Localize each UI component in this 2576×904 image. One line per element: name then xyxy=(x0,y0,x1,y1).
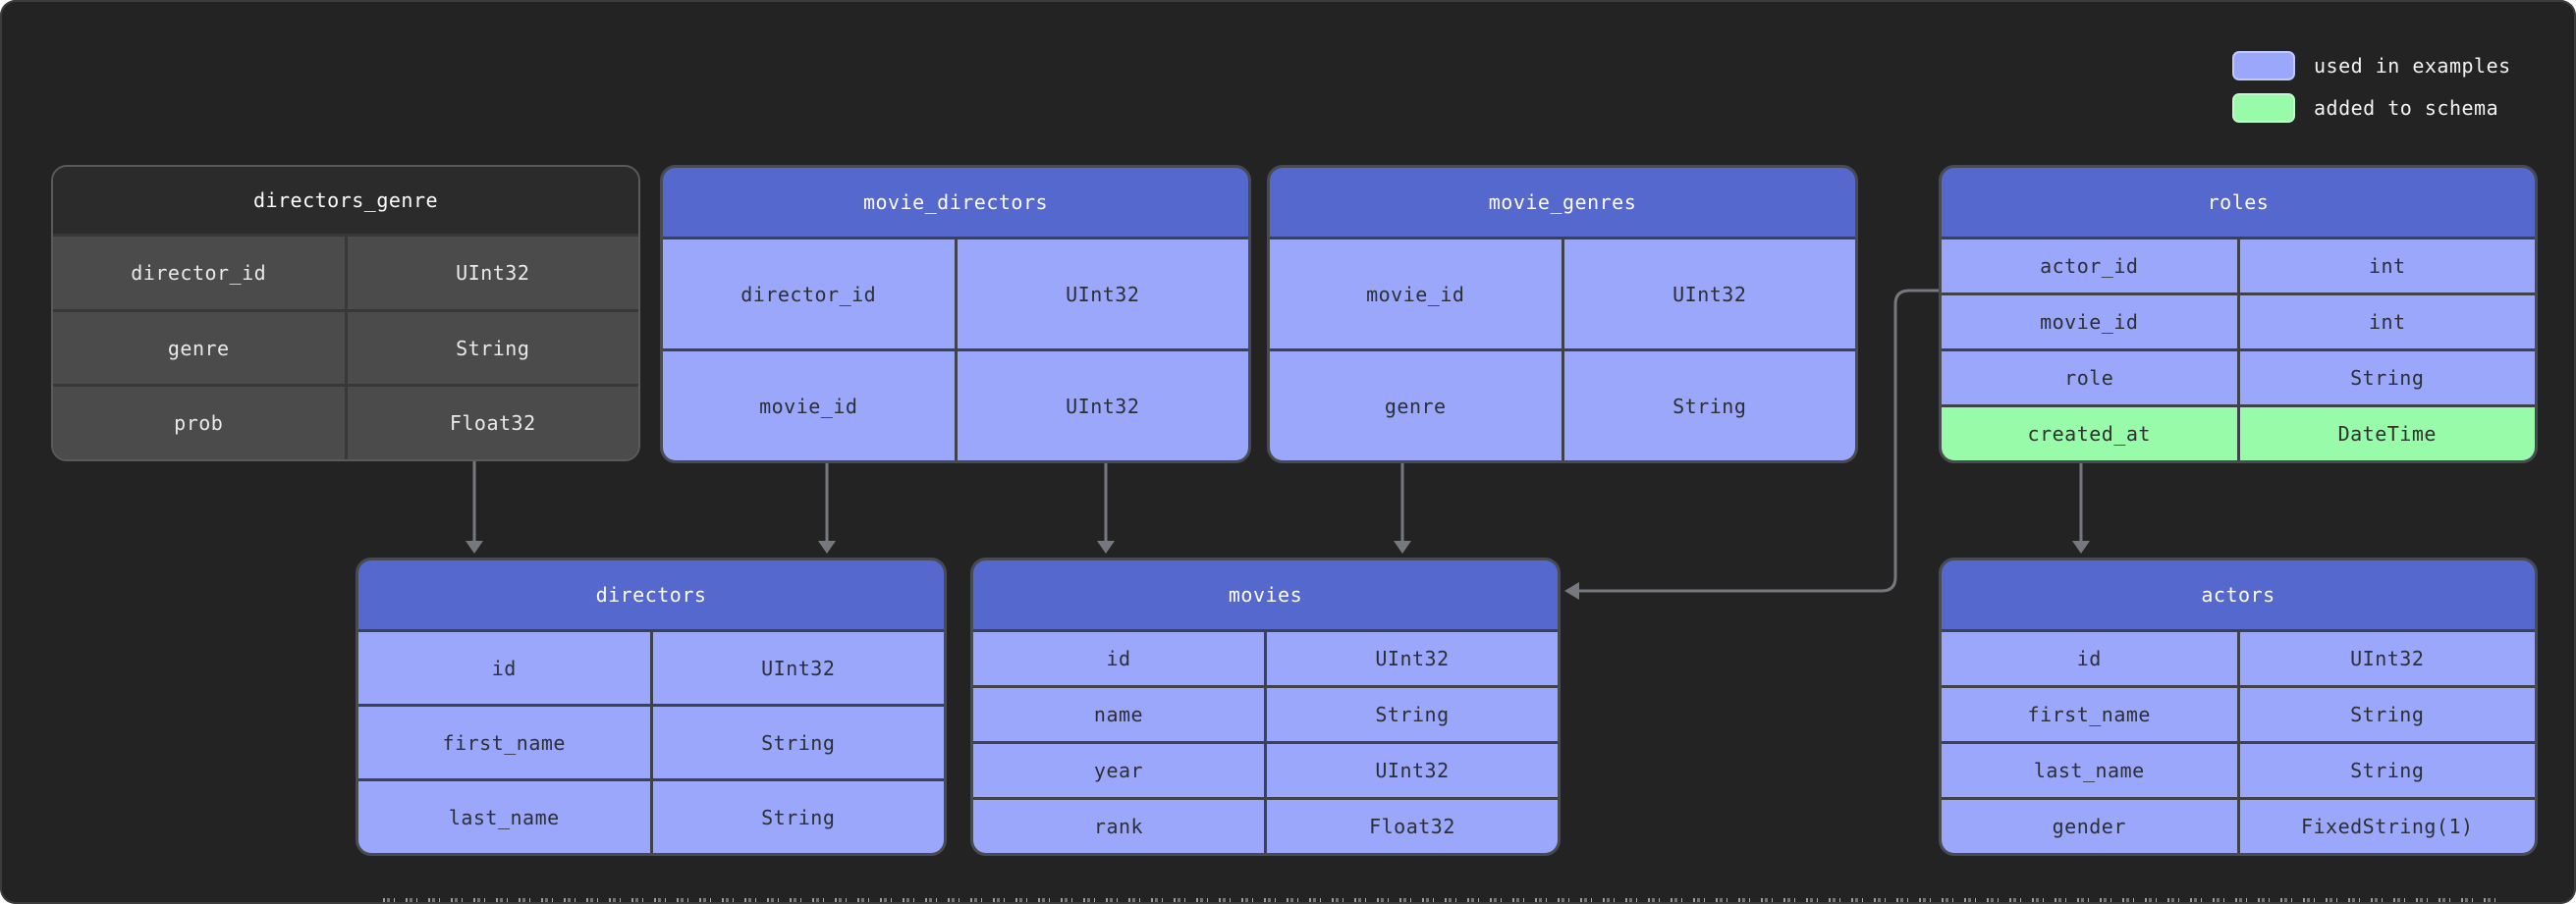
field-name-cell: genre xyxy=(53,311,345,385)
field-type-cell: UInt32 xyxy=(347,237,638,309)
field-name-cell: created_at xyxy=(1942,407,2237,460)
field-type-cell: DateTime xyxy=(2239,407,2535,460)
connector-movie_genres-to-movies xyxy=(1394,457,1411,554)
table-title: movies xyxy=(973,560,1558,629)
field-name-cell: role xyxy=(1942,351,2237,404)
field-name-cell: year xyxy=(973,744,1264,797)
field-type-cell: UInt32 xyxy=(1267,744,1558,797)
field-name-cell: prob xyxy=(53,387,345,459)
field-type-cell: String xyxy=(1563,351,1855,460)
legend-swatch-green xyxy=(2232,93,2295,123)
connector-movie_directors-to-directors xyxy=(818,457,836,554)
field-name-cell: movie_id xyxy=(1270,239,1562,348)
field-type-cell: int xyxy=(2239,295,2535,348)
table-title: movie_genres xyxy=(1270,168,1855,237)
field-name-cell: first_name xyxy=(1942,688,2237,741)
legend-item-used-in-examples: used in examples xyxy=(2232,51,2511,80)
field-type-cell: String xyxy=(2239,744,2535,797)
field-type-cell: String xyxy=(2239,351,2535,404)
field-type-cell: UInt32 xyxy=(652,632,944,704)
field-type-cell: String xyxy=(2239,688,2535,741)
table-title: roles xyxy=(1942,168,2535,237)
field-type-cell: Float32 xyxy=(347,387,638,459)
field-type-cell: UInt32 xyxy=(1563,239,1855,348)
legend-swatch-blue xyxy=(2232,51,2295,80)
connector-roles-to-actors xyxy=(2072,457,2090,554)
field-type-cell: UInt32 xyxy=(957,351,1248,460)
field-type-cell: FixedString(1) xyxy=(2239,800,2535,853)
field-name-cell: rank xyxy=(973,800,1264,853)
field-name-cell: last_name xyxy=(358,781,650,853)
field-name-cell: last_name xyxy=(1942,744,2237,797)
legend-label: added to schema xyxy=(2314,96,2499,120)
field-name-cell: movie_id xyxy=(663,351,955,460)
field-name-cell: actor_id xyxy=(1942,239,2237,292)
field-name-cell: director_id xyxy=(663,239,955,348)
bottom-edge-artifact xyxy=(383,898,2499,902)
field-name-cell: name xyxy=(973,688,1264,741)
field-name-cell: movie_id xyxy=(1942,295,2237,348)
field-type-cell: UInt32 xyxy=(1267,632,1558,685)
field-type-cell: UInt32 xyxy=(2239,632,2535,685)
table-title: movie_directors xyxy=(663,168,1248,237)
legend-item-added-to-schema: added to schema xyxy=(2232,93,2511,123)
field-name-cell: id xyxy=(358,632,650,704)
field-type-cell: String xyxy=(1267,688,1558,741)
legend: used in examples added to schema xyxy=(2232,51,2511,123)
legend-label: used in examples xyxy=(2314,54,2511,78)
connector-movie_directors-to-movies xyxy=(1097,457,1115,554)
field-type-cell: int xyxy=(2239,239,2535,292)
connector-directors_genre-to-directors xyxy=(466,457,483,554)
table-title: actors xyxy=(1942,560,2535,629)
field-type-cell: String xyxy=(347,311,638,385)
field-name-cell: gender xyxy=(1942,800,2237,853)
field-name-cell: director_id xyxy=(53,237,345,309)
field-name-cell: id xyxy=(973,632,1264,685)
field-name-cell: first_name xyxy=(358,707,650,778)
table-title: directors_genre xyxy=(53,167,638,234)
field-type-cell: UInt32 xyxy=(957,239,1248,348)
table-title: directors xyxy=(358,560,944,629)
field-name-cell: id xyxy=(1942,632,2237,685)
field-type-cell: String xyxy=(652,707,944,778)
field-type-cell: String xyxy=(652,781,944,853)
field-type-cell: Float32 xyxy=(1267,800,1558,853)
field-name-cell: genre xyxy=(1270,351,1562,460)
